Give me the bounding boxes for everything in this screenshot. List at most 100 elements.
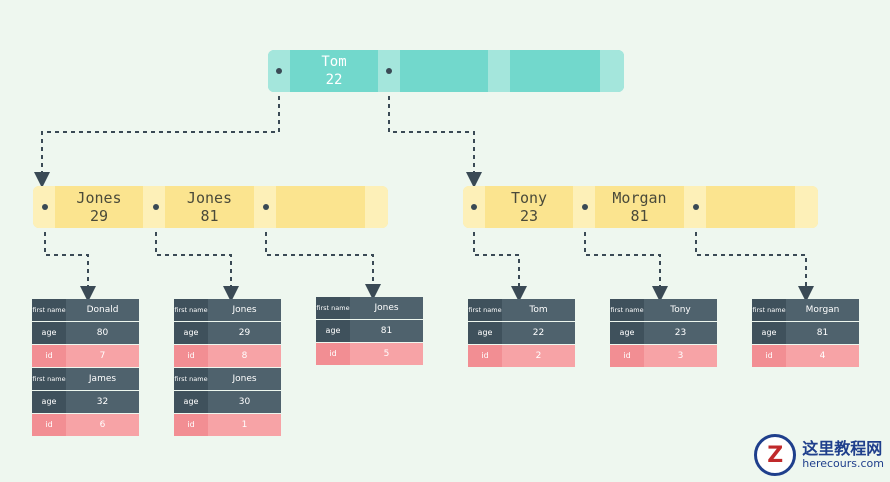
field-label: age <box>610 322 644 344</box>
field-label: first name <box>32 299 66 321</box>
key-name: Jones <box>76 189 122 207</box>
watermark-brand-en: herecours.com <box>802 457 884 470</box>
field-label: age <box>468 322 502 344</box>
field-value: James <box>66 368 139 390</box>
field-label: age <box>174 322 208 344</box>
arrow-root-left <box>34 72 280 188</box>
key-name: Tony <box>510 189 548 207</box>
field-value: 81 <box>786 322 859 344</box>
field-label: id <box>752 345 786 367</box>
field-value: 3 <box>644 345 717 367</box>
field-label: first name <box>174 299 208 321</box>
field-label: age <box>32 322 66 344</box>
root-key-value: 22 <box>325 72 343 88</box>
field-label: first name <box>752 299 786 321</box>
field-label: first name <box>316 297 350 319</box>
field-label: age <box>316 320 350 342</box>
field-value: Tony <box>644 299 717 321</box>
field-value: Jones <box>350 297 423 319</box>
root-key: Tom 22 <box>290 50 378 92</box>
field-label: id <box>174 345 208 367</box>
field-label: id <box>468 345 502 367</box>
arrow-root-right <box>388 72 482 188</box>
field-value: Jones <box>208 368 281 390</box>
field-value: 23 <box>644 322 717 344</box>
branch-right-key-0: Tony 23 <box>485 186 573 228</box>
branch-node-right: Tony 23 Morgan 81 <box>463 186 818 228</box>
watermark-brand-cn: 这里教程网 <box>802 439 883 458</box>
branch-left-pointer-2 <box>263 204 269 210</box>
field-label: id <box>610 345 644 367</box>
field-label: first name <box>610 299 644 321</box>
field-value: 6 <box>66 414 139 436</box>
root-pointer-1 <box>386 68 392 74</box>
field-label: id <box>32 414 66 436</box>
branch-right-pointer-0 <box>471 204 477 210</box>
key-name: Jones <box>186 189 233 207</box>
logo-letter: Z <box>767 442 784 468</box>
branch-left-key-1: Jones 81 <box>165 186 254 228</box>
field-label: age <box>752 322 786 344</box>
field-value: 5 <box>350 343 423 365</box>
root-pointer-0 <box>276 68 282 74</box>
arrow-r3 <box>695 208 814 302</box>
field-value: Morgan <box>786 299 859 321</box>
branch-right-pointer-1 <box>582 204 588 210</box>
field-label: id <box>174 414 208 436</box>
root-key-name: Tom <box>321 54 347 70</box>
branch-left-pointer-1 <box>153 204 159 210</box>
field-value: 30 <box>208 391 281 413</box>
field-value: Tom <box>502 299 575 321</box>
watermark-logo-icon: Z <box>754 434 797 476</box>
field-label: age <box>32 391 66 413</box>
key-name: Morgan <box>612 189 667 207</box>
field-value: 22 <box>502 322 575 344</box>
field-value: Donald <box>66 299 139 321</box>
field-value: 2 <box>502 345 575 367</box>
field-label: age <box>174 391 208 413</box>
field-label: id <box>316 343 350 365</box>
field-value: 80 <box>66 322 139 344</box>
field-value: 81 <box>350 320 423 342</box>
field-value: 7 <box>66 345 139 367</box>
field-label: id <box>32 345 66 367</box>
field-value: Jones <box>208 299 281 321</box>
field-label: first name <box>174 368 208 390</box>
key-value: 81 <box>200 207 219 225</box>
root-node: Tom 22 <box>268 50 624 92</box>
branch-right-pointer-2 <box>693 204 699 210</box>
branch-right-key-1: Morgan 81 <box>595 186 684 228</box>
key-value: 81 <box>630 207 649 225</box>
field-value: 1 <box>208 414 281 436</box>
field-label: first name <box>32 368 66 390</box>
field-label: first name <box>468 299 502 321</box>
key-value: 29 <box>89 207 109 225</box>
field-value: 8 <box>208 345 281 367</box>
branch-left-pointer-0 <box>42 204 48 210</box>
branch-node-left: Jones 29 Jones 81 <box>33 186 388 228</box>
